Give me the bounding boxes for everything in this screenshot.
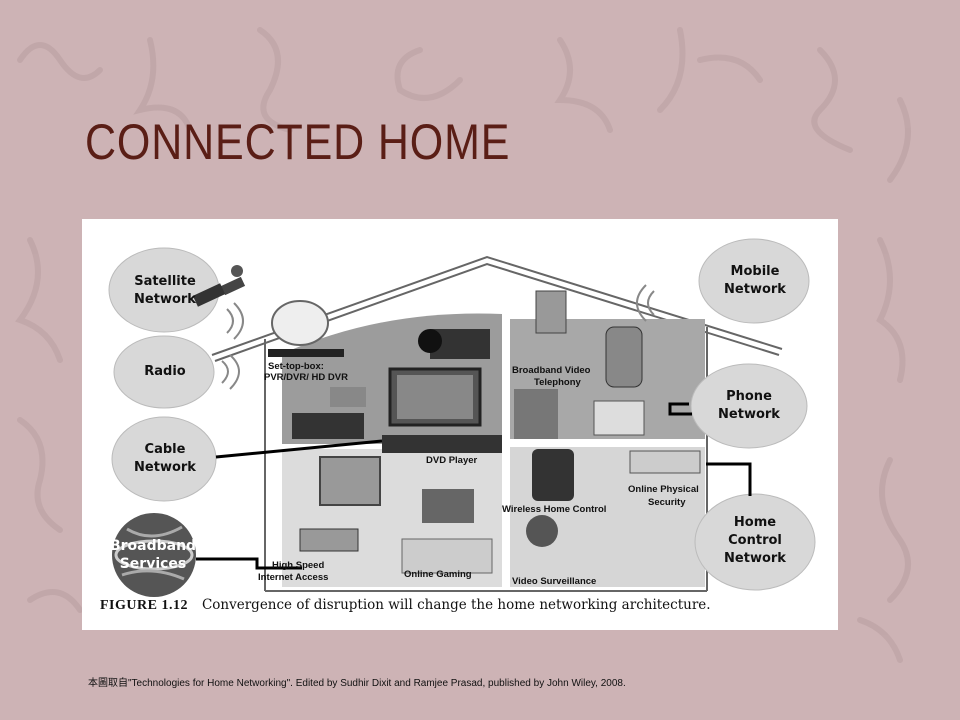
webcam-icon (526, 515, 558, 547)
internet-access-label: Internet Access (258, 572, 329, 583)
monitor-icon (319, 456, 381, 506)
video-phone-icon (535, 290, 567, 334)
connected-home-figure: Satellite Network Radio Cable Network Br… (82, 219, 838, 630)
dvd-player-icon (382, 435, 502, 453)
cloud-home-control (694, 493, 816, 591)
phone-network-label: Phone Network (718, 389, 780, 422)
cloud-phone (690, 363, 808, 449)
pda-icon (532, 449, 574, 501)
satellite-icon (192, 265, 246, 307)
broadband-video-label: Broadband Video (512, 365, 591, 376)
broadband-link (196, 557, 302, 570)
dvd-player-label: DVD Player (426, 455, 478, 466)
game-console-icon (401, 538, 493, 574)
mobile-network-label: Mobile Network (724, 264, 786, 297)
source-note: 本圖取自"Technologies for Home Networking". … (88, 678, 626, 689)
stereo-icon (292, 413, 364, 439)
home-network-diagram (108, 238, 816, 597)
cable-link (215, 439, 383, 459)
laptop-icon (422, 489, 474, 523)
figure-number: FIGURE 1.12 (100, 598, 188, 613)
desk-phone-icon (593, 400, 645, 436)
online-gaming-label: Online Gaming (404, 569, 472, 580)
telephony-label: Telephony (534, 377, 581, 388)
figure-caption: FIGURE 1.12 Convergence of disruption wil… (100, 597, 711, 614)
high-speed-label: High Speed (272, 560, 325, 571)
slide-title: CONNECTED HOME (85, 114, 511, 170)
set-top-box-label: Set-top-box: (268, 361, 324, 372)
cordless-phone-icon (514, 389, 558, 439)
radio-label: Radio (144, 364, 186, 379)
router-icon (299, 528, 359, 552)
security-panel-icon (629, 450, 701, 474)
video-surveillance-label: Video Surveillance (512, 576, 597, 587)
cable-network-label: Cable Network (134, 442, 196, 475)
security-label: Security (648, 497, 686, 508)
satellite-dish-icon (271, 300, 329, 346)
figure-caption-text: Convergence of disruption will change th… (201, 597, 711, 613)
home-control-network-label: Home Control Network (724, 515, 786, 566)
cloud-radio (113, 335, 215, 409)
home-control-link (706, 462, 752, 496)
broadband-services-label: Broadband Services (109, 538, 197, 572)
set-top-box-icon (268, 349, 344, 357)
mobile-phone-icon (605, 326, 643, 388)
set-top-box-types-label: PVR/DVR/ HD DVR (264, 372, 348, 383)
cloud-cable (111, 416, 217, 502)
phone-link (668, 402, 692, 416)
online-physical-label: Online Physical (628, 484, 699, 495)
camera-icon (330, 387, 366, 407)
cloud-mobile (698, 238, 810, 324)
wireless-home-control-label: Wireless Home Control (502, 504, 607, 515)
satellite-network-label: Satellite Network (134, 274, 196, 307)
